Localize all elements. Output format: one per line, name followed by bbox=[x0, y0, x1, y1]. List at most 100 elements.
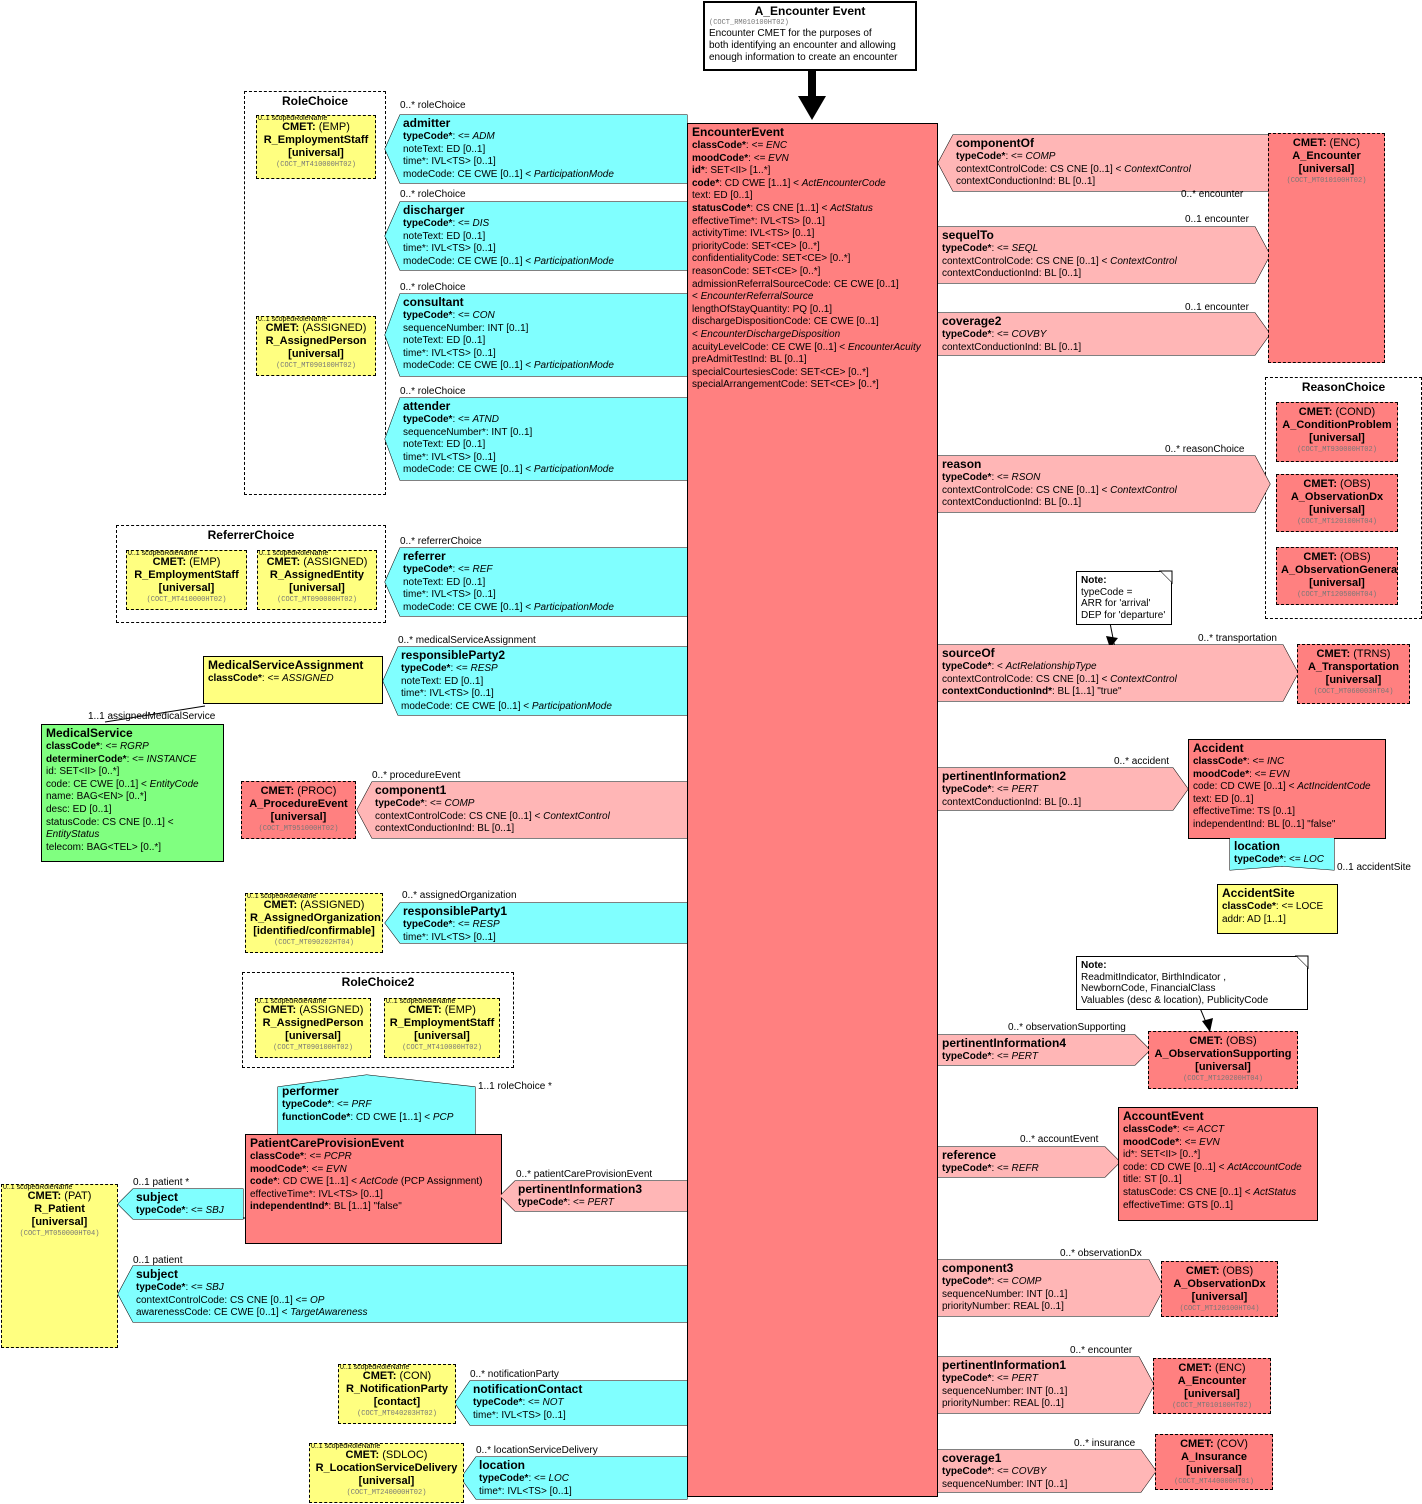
attr-line: effectiveTime*: IVL<TS> [0..1] bbox=[692, 216, 933, 229]
cmet-scope: [universal] bbox=[414, 1030, 470, 1042]
entry-point-box[interactable]: A_Encounter Event(COCT_RM010100HT02)Enco… bbox=[703, 1, 917, 71]
attr-line: contextControlCode: CS CNE [0..1] <= OP bbox=[136, 1295, 683, 1308]
attr-line: contextConductionInd: BL [0..1] bbox=[942, 797, 1184, 810]
attr-text: typeCode* bbox=[375, 798, 425, 809]
attr-line: modeCode: CE CWE [0..1] < ParticipationM… bbox=[401, 701, 683, 714]
association-label: 0..* patientCareProvisionEvent bbox=[516, 1169, 653, 1180]
cmet-a-encounter[interactable]: CMET: (ENC)A_Encounter[universal](COCT_M… bbox=[1153, 1358, 1271, 1414]
scoped-role-name: 0..1 scopedRoleName bbox=[259, 550, 329, 557]
attr-text: desc: ED [0..1] bbox=[46, 803, 112, 815]
scoped-role-name: 0..1 scopedRoleName bbox=[311, 1443, 381, 1450]
class-title: AccountEvent bbox=[1123, 1109, 1204, 1123]
attr-text: contextConductionInd: BL [0..1] bbox=[956, 176, 1096, 188]
cmet-a-insurance[interactable]: CMET: (COV)A_Insurance[universal](COCT_M… bbox=[1155, 1434, 1273, 1490]
attr-text: ACCT bbox=[1196, 1124, 1225, 1135]
attr-line: noteText: ED [0..1] bbox=[403, 231, 683, 244]
attr-text: EVN bbox=[1199, 1136, 1220, 1148]
cmet-code-value: (OBS) bbox=[1340, 478, 1371, 490]
choice-group-role-choice: RoleChoice bbox=[244, 91, 386, 495]
cmet-a-observation-supporting[interactable]: CMET: (OBS)A_ObservationSupporting[unive… bbox=[1148, 1031, 1298, 1089]
cmet-a-observation-dx[interactable]: CMET: (OBS)A_ObservationDx[universal](CO… bbox=[1276, 474, 1398, 532]
cmet-a-procedure-event[interactable]: CMET: (PROC)A_ProcedureEvent[universal](… bbox=[241, 781, 356, 839]
attr-line: sequenceNumber*: INT [0..1] bbox=[403, 427, 683, 440]
attr-text: modeCode: CE CWE [0..1] < bbox=[403, 464, 534, 476]
attr-text: : <= bbox=[991, 329, 1012, 340]
choice-group-role-choice2: RoleChoice2 bbox=[242, 972, 514, 1068]
cmet-scope: [universal] bbox=[289, 582, 345, 594]
attr-text: EncounterDischargeDisposition bbox=[700, 328, 841, 340]
attr-text: ParticipationMode bbox=[533, 255, 614, 267]
attr-text: : <= bbox=[452, 218, 473, 229]
attr-text: PCP bbox=[432, 1111, 454, 1123]
attr-text: lengthOfStayQuantity: PQ [0..1] bbox=[692, 303, 833, 315]
attr-text: modeCode: CE CWE [0..1] < bbox=[403, 168, 534, 180]
attr-text: moodCode* bbox=[1123, 1136, 1180, 1148]
attr-line: contextControlCode: CS CNE [0..1] < Cont… bbox=[942, 674, 1294, 687]
attr-line: typeCode*: <= PERT bbox=[942, 1373, 1150, 1386]
attr-text: statusCode* bbox=[692, 202, 751, 214]
attr-text: effectiveTime*: IVL<TS> [0..1] bbox=[250, 1188, 383, 1200]
cmet-prefix: CMET: bbox=[1189, 1035, 1227, 1047]
note-box: Note:ReadmitIndicator, BirthIndicator ,N… bbox=[1076, 956, 1308, 1010]
attr-text: sequenceNumber: INT [0..1] bbox=[942, 1288, 1068, 1300]
cmet-code: CMET: (COND) bbox=[1281, 406, 1393, 419]
attr-text: typeCode* bbox=[942, 1276, 992, 1287]
attr-line: independentInd*: BL [1..1] "false" bbox=[250, 1201, 497, 1214]
cmet-a-condition-problem[interactable]: CMET: (COND)A_ConditionProblem[universal… bbox=[1276, 402, 1398, 462]
attr-text: telecom: BAG<TEL> [0..*] bbox=[46, 841, 162, 853]
scoped-role-name: 0..1 scopedRoleName bbox=[258, 115, 328, 122]
attr-text: ContextControl bbox=[1110, 673, 1177, 685]
cmet-a-observation-general[interactable]: CMET: (OBS)A_ObservationGeneral[universa… bbox=[1276, 547, 1398, 605]
cmet-a-transportation[interactable]: CMET: (TRNS)A_Transportation[universal](… bbox=[1297, 644, 1410, 704]
cmet-a-observation-dx[interactable]: CMET: (OBS)A_ObservationDx[universal](CO… bbox=[1161, 1261, 1278, 1317]
cmet-a-encounter[interactable]: CMET: (ENC)A_Encounter[universal](COCT_M… bbox=[1268, 133, 1385, 363]
attr-line: title: ST [0..1] bbox=[1123, 1174, 1313, 1187]
attr-text: : <= bbox=[452, 564, 473, 575]
attr-line: classCode*: <= ENC bbox=[692, 140, 933, 153]
cmet-prefix: CMET: bbox=[1316, 648, 1354, 660]
